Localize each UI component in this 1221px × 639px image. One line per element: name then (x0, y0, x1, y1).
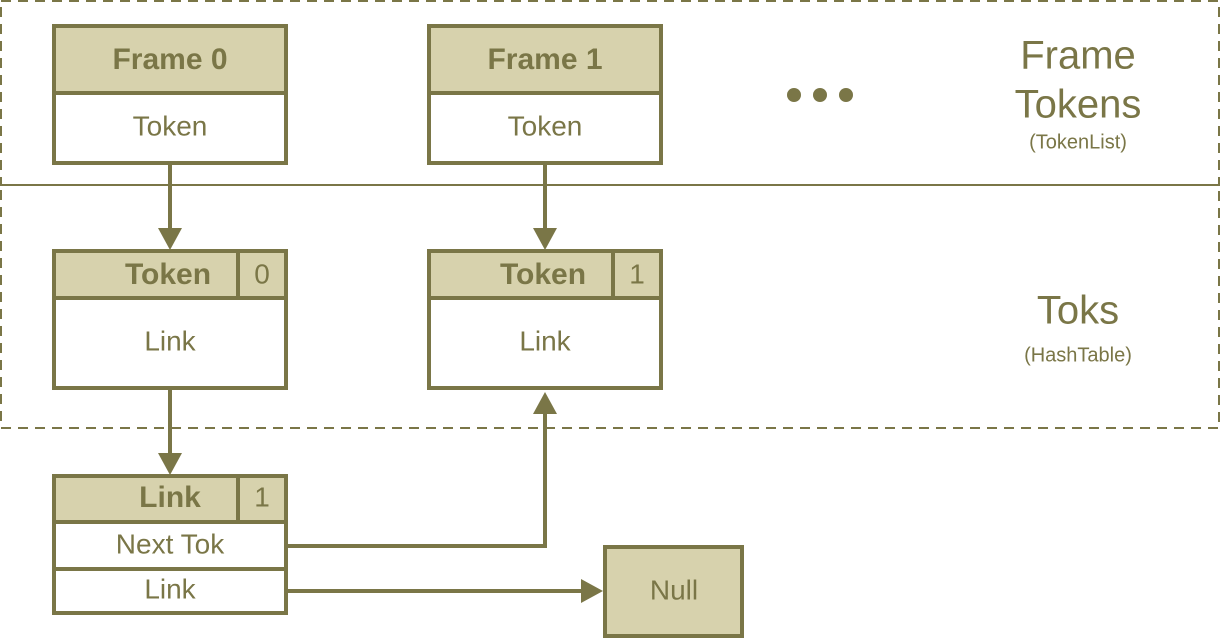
frame-1-outline (427, 24, 663, 165)
frame0-to-token0-arrowhead (158, 228, 182, 250)
nexttok-to-token1-arrow (287, 412, 547, 548)
token-1-outline (427, 249, 663, 390)
token-1-body-fill (429, 298, 661, 388)
frame-1-header-text: Frame 1 (487, 43, 602, 76)
link-box-header-text: Link (139, 481, 201, 514)
ellipsis-dot-3 (839, 88, 853, 102)
frame-0-box: Frame 0 Token (52, 24, 288, 165)
nexttok-to-token1-arrowhead (533, 392, 557, 414)
frame-1-header-fill (429, 26, 661, 93)
link-box-outline (52, 474, 288, 615)
token-0-body-fill (54, 298, 286, 388)
frame-tokens-region (0, 0, 1220, 186)
link-box: Link 1 Next Tok Link (52, 474, 288, 615)
ellipsis-icon (787, 88, 853, 102)
frame-0-header-fill (54, 26, 286, 93)
frame-tokens-title-line2: Tokens (1015, 83, 1142, 127)
frame-0-body-text: Token (133, 110, 208, 141)
link-to-null-arrowhead (581, 579, 603, 603)
null-box: Null (603, 545, 744, 638)
frame-tokens-label: Frame Tokens (TokenList) (1015, 34, 1142, 154)
link-box-index-text: 1 (254, 481, 270, 512)
token-0-header-fill (54, 251, 286, 298)
token-1-header-fill (429, 251, 661, 298)
token-1-header-text: Token (500, 258, 586, 291)
link-box-next-tok-text: Next Tok (116, 528, 225, 559)
token-0-outline (52, 249, 288, 390)
frame-1-body-fill (429, 93, 661, 163)
null-box-outline (603, 545, 744, 638)
frame-1-box: Frame 1 Token (427, 24, 663, 165)
frame-0-body-fill (54, 93, 286, 163)
token0-to-link-arrowhead (158, 453, 182, 475)
token-0-header-text: Token (125, 258, 211, 291)
frame-0-outline (52, 24, 288, 165)
frame-tokens-title-line1: Frame (1020, 34, 1136, 78)
frame1-to-token1-arrowhead (533, 228, 557, 250)
token-0-box: Token 0 Link (52, 249, 288, 390)
link-box-header-fill (54, 476, 286, 522)
token-0-body-text: Link (144, 325, 196, 356)
frame-1-body-text: Token (508, 110, 583, 141)
frame-tokens-subtitle: (TokenList) (1029, 131, 1127, 153)
null-box-text: Null (650, 574, 698, 605)
ellipsis-dot-1 (787, 88, 801, 102)
token-1-index-text: 1 (629, 258, 645, 289)
toks-title: Toks (1037, 289, 1119, 333)
frame-tokens-outline (0, 0, 1220, 186)
token-0-index-text: 0 (254, 258, 270, 289)
toks-label: Toks (HashTable) (1024, 289, 1132, 367)
connectors (158, 163, 603, 603)
token-1-body-text: Link (519, 325, 571, 356)
link-box-link-text: Link (144, 573, 196, 604)
null-box-fill (605, 547, 742, 636)
token-1-box: Token 1 Link (427, 249, 663, 390)
frame-0-header-text: Frame 0 (112, 43, 227, 76)
toks-subtitle: (HashTable) (1024, 344, 1132, 366)
ellipsis-dot-2 (813, 88, 827, 102)
